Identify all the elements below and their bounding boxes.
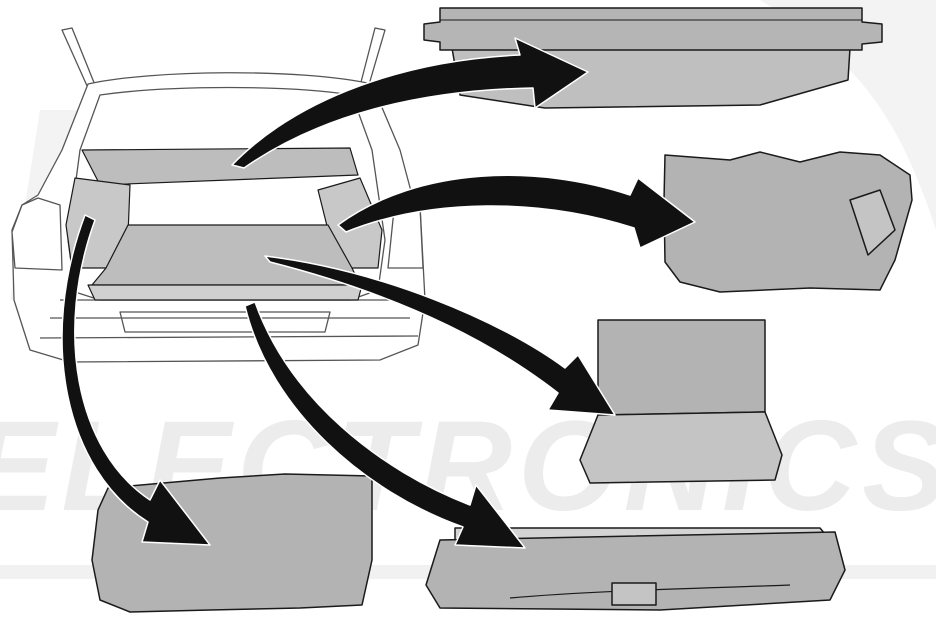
right-side-trim-panel xyxy=(663,151,913,293)
trunk-interior-parts xyxy=(65,147,383,301)
part-floor-cover xyxy=(579,319,783,484)
arrow-luggage-cover xyxy=(231,37,589,169)
sill-trim-latch xyxy=(611,582,657,606)
arrow-floor-cover xyxy=(264,255,616,416)
arrows xyxy=(61,37,696,549)
arrow-left-side-trim xyxy=(61,214,211,546)
part-right-side-trim xyxy=(663,151,913,293)
arrow-right-side-trim xyxy=(337,174,696,249)
sill-trim-body xyxy=(425,531,846,611)
bumper-line-3 xyxy=(39,335,419,339)
watermark-logo-shape xyxy=(760,0,936,230)
right-side-trim-pocket xyxy=(849,189,896,256)
floor-cover-upper xyxy=(597,319,766,416)
in-car-sill-trim xyxy=(87,284,363,301)
arrow-sill-trim xyxy=(244,301,526,549)
tail-light-left xyxy=(11,197,63,271)
license-recess xyxy=(119,311,331,333)
floor-cover-lower xyxy=(579,411,783,484)
part-rear-sill-trim xyxy=(425,527,846,611)
tailgate-strut-left xyxy=(61,27,96,89)
luggage-cover-roller xyxy=(423,7,883,51)
sill-trim-groove xyxy=(509,584,791,599)
